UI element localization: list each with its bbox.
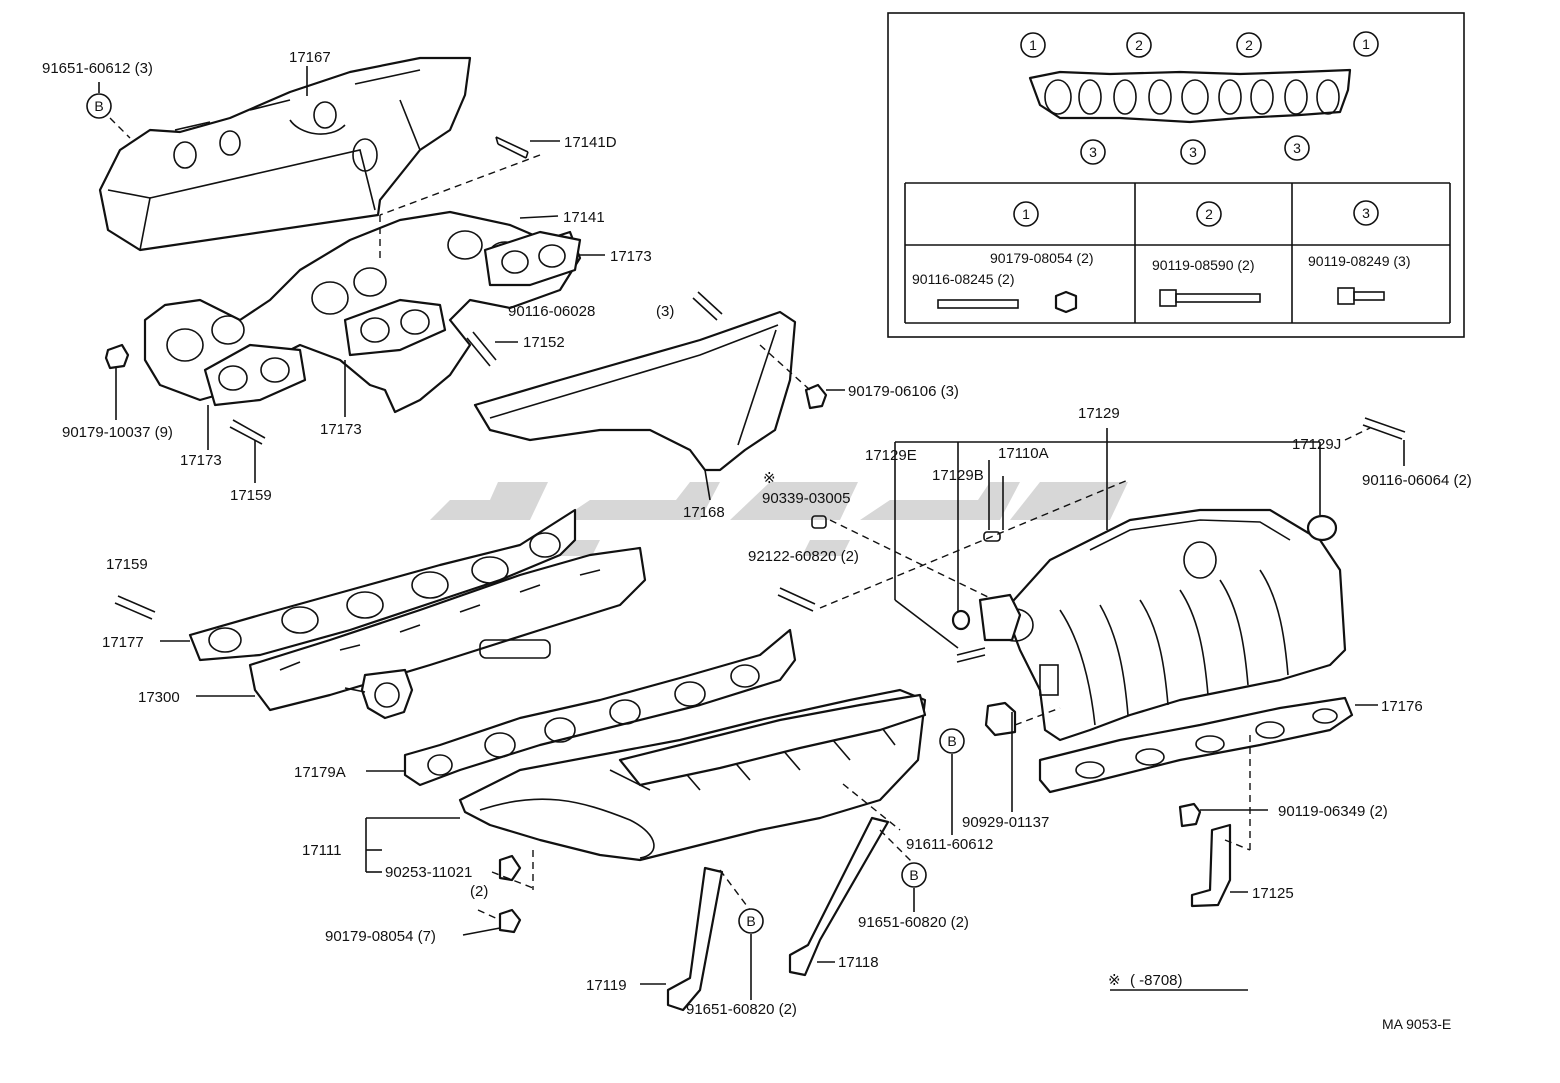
label-17118: 17118: [838, 954, 879, 971]
svg-text:2: 2: [1245, 37, 1253, 53]
inset-c3-bolt: 90119-08249 (3): [1308, 253, 1410, 269]
svg-text:3: 3: [1293, 140, 1301, 156]
label-91651-60820-bottom: 91651-60820 (2): [686, 1001, 797, 1018]
label-17152: 17152: [523, 334, 565, 351]
label-17111: 17111: [302, 842, 342, 859]
label-17141D: 17141D: [564, 134, 617, 151]
label-17177: 17177: [102, 634, 144, 651]
label-17110A: 17110A: [998, 445, 1049, 462]
label-90179-08054: 90179-08054 (7): [325, 928, 436, 945]
label-17167: 17167: [289, 49, 331, 66]
label-17129E: 17129E: [865, 447, 917, 464]
studs-right: [498, 417, 1406, 934]
exhaust-manifold-assembly: [143, 210, 582, 414]
inset-header-2: 2: [1196, 201, 1222, 227]
inset-marker-3a: 3: [1080, 139, 1106, 165]
label-91611-60612: 91611-60612: [906, 836, 993, 853]
footnote-mark-top: ※: [763, 470, 776, 487]
inset-bolt-table: [887, 12, 1465, 338]
intake-manifold-17111: [403, 628, 927, 862]
label-90339-03005: 90339-03005: [762, 490, 850, 507]
studs-top-left: [104, 136, 723, 620]
svg-text:1: 1: [1362, 36, 1370, 52]
label-17119: 17119: [586, 977, 627, 994]
svg-text:3: 3: [1089, 144, 1097, 160]
marker-b-label: B: [94, 98, 103, 114]
svg-text:3: 3: [1189, 144, 1197, 160]
marker-b-label: B: [947, 733, 956, 749]
label-17159-mid: 17159: [106, 556, 148, 573]
label-90116-06064: 90116-06064 (2): [1362, 472, 1472, 489]
label-90116-06028-qty: (3): [656, 303, 674, 320]
inset-marker-1b: 1: [1353, 31, 1379, 57]
bracket-17125: [1190, 823, 1232, 908]
inset-marker-3c: 3: [1284, 135, 1310, 161]
marker-b-bottom-right: B: [901, 862, 927, 888]
svg-text:3: 3: [1362, 205, 1370, 221]
label-92122-60820: 92122-60820 (2): [748, 548, 859, 565]
inset-marker-2b: 2: [1236, 32, 1262, 58]
footnote-range: ( -8708): [1130, 972, 1183, 989]
bracket-17118: [788, 816, 890, 977]
label-90929-01137: 90929-01137: [962, 814, 1049, 831]
label-90119-06349: 90119-06349 (2): [1278, 803, 1388, 820]
label-90253-qty: (2): [470, 883, 488, 900]
heat-insulator-17168: [473, 310, 828, 472]
label-17300: 17300: [138, 689, 180, 706]
inset-labels: 90179-08054 (2) 90116-08245 (2) 90119-08…: [912, 250, 1410, 287]
bracket-17119: [666, 866, 724, 1012]
label-17179A: 17179A: [294, 764, 346, 781]
label-90179-10037: 90179-10037 (9): [62, 424, 173, 441]
inset-c2-bolt: 90119-08590 (2): [1152, 257, 1254, 273]
label-17129: 17129: [1078, 405, 1120, 422]
footnote-mark: ※: [1108, 972, 1121, 989]
label-17173-left: 17173: [180, 452, 222, 469]
inset-marker-3b: 3: [1180, 139, 1206, 165]
label-91651-60612: 91651-60612 (3): [42, 60, 153, 77]
label-91651-60820-right: 91651-60820 (2): [858, 914, 969, 931]
marker-b-topleft: B: [86, 93, 112, 119]
leader-lines: [98, 66, 1405, 1000]
svg-text:1: 1: [1029, 37, 1037, 53]
gasket-17176: [1038, 696, 1354, 794]
watermark-logo: [430, 482, 1128, 556]
svg-text:2: 2: [1135, 37, 1143, 53]
label-17173-center: 17173: [320, 421, 362, 438]
inset-marker-2a: 2: [1126, 32, 1152, 58]
label-17159-top: 17159: [230, 487, 272, 504]
label-90179-06106: 90179-06106 (3): [848, 383, 959, 400]
label-90253-11021: 90253-11021: [385, 864, 472, 881]
svg-text:1: 1: [1022, 206, 1030, 222]
marker-b-mid: B: [939, 728, 965, 754]
label-17125: 17125: [1252, 885, 1294, 902]
heat-insulator-17167: [98, 56, 472, 252]
label-17176: 17176: [1381, 698, 1423, 715]
label-90116-06028: 90116-06028: [508, 303, 595, 320]
label-17173-right: 17173: [610, 248, 652, 265]
diagram-ref-code: MA 9053-E: [1382, 1016, 1451, 1032]
intake-gaskets-left: [188, 508, 647, 720]
marker-b-label: B: [909, 867, 918, 883]
inset-marker-1a: 1: [1020, 32, 1046, 58]
label-17168: 17168: [683, 504, 725, 521]
svg-text:2: 2: [1205, 206, 1213, 222]
inset-c1-bolt-a: 90179-08054 (2): [990, 250, 1094, 266]
label-17129B: 17129B: [932, 467, 984, 484]
inset-header-1: 1: [1013, 201, 1039, 227]
part-labels: 91651-60612 (3) 17167 17141D 17141 17173…: [42, 49, 1472, 1032]
label-17129J: 17129J: [1292, 436, 1341, 453]
marker-b-bottom: B: [738, 908, 764, 934]
label-17141: 17141: [563, 209, 605, 226]
inset-c1-bolt-b: 90116-08245 (2): [912, 271, 1014, 287]
intake-plenum-17129: [978, 508, 1347, 742]
marker-b-label: B: [746, 913, 755, 929]
inset-header-3: 3: [1353, 200, 1379, 226]
